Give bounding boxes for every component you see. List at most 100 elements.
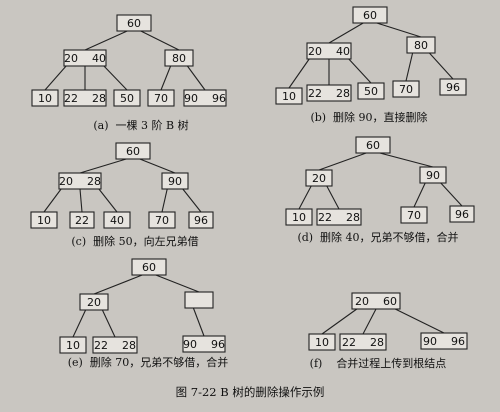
tree-edge — [318, 152, 367, 171]
node-keys: 60 — [126, 145, 140, 158]
tree-node — [420, 332, 468, 350]
tree-edge — [328, 22, 364, 44]
tree-node — [161, 172, 189, 190]
tree-edge — [376, 22, 422, 38]
tree-node — [182, 335, 226, 353]
node-keys: 10 — [66, 339, 80, 352]
node-keys: 10 — [282, 90, 296, 103]
tree-edge — [140, 30, 180, 51]
tree-node — [147, 89, 175, 107]
node-keys: 80 — [414, 39, 428, 52]
panel-caption: (f) 合并过程上传到根结点 — [310, 356, 447, 370]
node-keys: 70 — [407, 209, 421, 222]
node-keys: 90 96 — [183, 338, 225, 351]
node-keys: 20 28 — [59, 175, 101, 188]
tree-panel: 60 20 28 90 10 22 40 70 96 (c) 删除 50，向左兄弟借 — [30, 142, 214, 248]
tree-edge — [428, 52, 454, 80]
node-keys: 96 — [194, 214, 208, 227]
tree-edge — [84, 30, 128, 51]
tree-edge — [298, 185, 312, 210]
tree-node — [316, 208, 362, 226]
node-keys: 10 — [292, 211, 306, 224]
tree-node — [355, 136, 391, 154]
tree-node — [183, 89, 227, 107]
tree-node — [92, 336, 138, 354]
tree-node — [79, 293, 109, 311]
tree-node — [30, 211, 58, 229]
tree-edge — [348, 58, 372, 84]
tree-node — [63, 89, 107, 107]
tree-node — [63, 49, 107, 67]
tree-node — [306, 42, 352, 60]
node-keys: 96 — [455, 208, 469, 221]
node-keys: 22 — [75, 214, 89, 227]
tree-node — [439, 78, 467, 96]
tree-node — [69, 211, 95, 229]
tree-edge — [44, 65, 67, 91]
node-keys: 80 — [172, 52, 186, 65]
tree-node — [113, 89, 141, 107]
tree-node — [392, 80, 420, 98]
tree-edge — [79, 158, 127, 174]
tree-edge — [288, 58, 310, 89]
tree-edge — [103, 65, 128, 91]
node-keys: 60 — [363, 9, 377, 22]
tree-node — [352, 6, 388, 24]
tree-node — [275, 87, 303, 105]
tree-edge — [161, 188, 168, 213]
node-keys: 70 — [399, 83, 413, 96]
node-keys: 10 — [315, 336, 329, 349]
panel-caption: (c) 删除 50，向左兄弟借 — [71, 234, 198, 248]
tree-edge — [72, 309, 87, 338]
tree-node — [308, 333, 336, 351]
panel-caption: (b) 删除 90，直接删除 — [310, 110, 427, 124]
node-keys: 70 — [155, 214, 169, 227]
node-keys: 50 — [364, 85, 378, 98]
tree-node — [351, 292, 401, 310]
tree-node — [305, 169, 333, 187]
tree-node — [31, 89, 59, 107]
tree-edge — [139, 158, 176, 174]
tree-edge — [160, 65, 172, 91]
tree-edge — [413, 182, 426, 208]
tree-node — [188, 211, 214, 229]
node-keys: 10 — [38, 92, 52, 105]
tree-node — [184, 291, 214, 309]
tree-node — [164, 49, 194, 67]
tree-edge — [93, 274, 143, 295]
panels-layer: 60 20 40 80 10 22 28 50 70 90 96 (a) 一棵 3 阶 B 树 6… — [30, 6, 475, 370]
tree-node — [116, 14, 152, 32]
tree-node — [400, 206, 428, 224]
node-keys: 50 — [120, 92, 134, 105]
tree-edge — [379, 152, 434, 168]
node-keys: 90 — [168, 175, 182, 188]
node-keys: 20 — [312, 172, 326, 185]
node-keys: 22 28 — [64, 92, 106, 105]
tree-edge — [326, 185, 340, 210]
tree-node — [419, 166, 447, 184]
tree-node — [406, 36, 436, 54]
node-keys: 90 96 — [184, 92, 226, 105]
tree-edge — [440, 182, 463, 207]
node-keys: 60 — [366, 139, 380, 152]
tree-node — [59, 336, 87, 354]
tree-edge — [79, 188, 83, 213]
node-keys: 60 — [142, 261, 156, 274]
tree-node — [131, 258, 167, 276]
tree-edge — [182, 188, 202, 213]
tree-edge — [321, 308, 358, 335]
panel-caption: (e) 删除 70，兄弟不够借，合并 — [68, 355, 229, 369]
panel-caption: (a) 一棵 3 阶 B 树 — [93, 118, 188, 132]
node-keys: 10 — [37, 214, 51, 227]
tree-edge — [405, 52, 414, 82]
panel-caption: (d) 删除 40，兄弟不够借，合并 — [297, 230, 458, 244]
tree-edge — [362, 308, 377, 335]
tree-edge — [394, 308, 445, 334]
node-keys: 96 — [446, 81, 460, 94]
node-keys: 20 — [87, 296, 101, 309]
tree-edge — [186, 65, 206, 91]
node-keys: 40 — [110, 214, 124, 227]
